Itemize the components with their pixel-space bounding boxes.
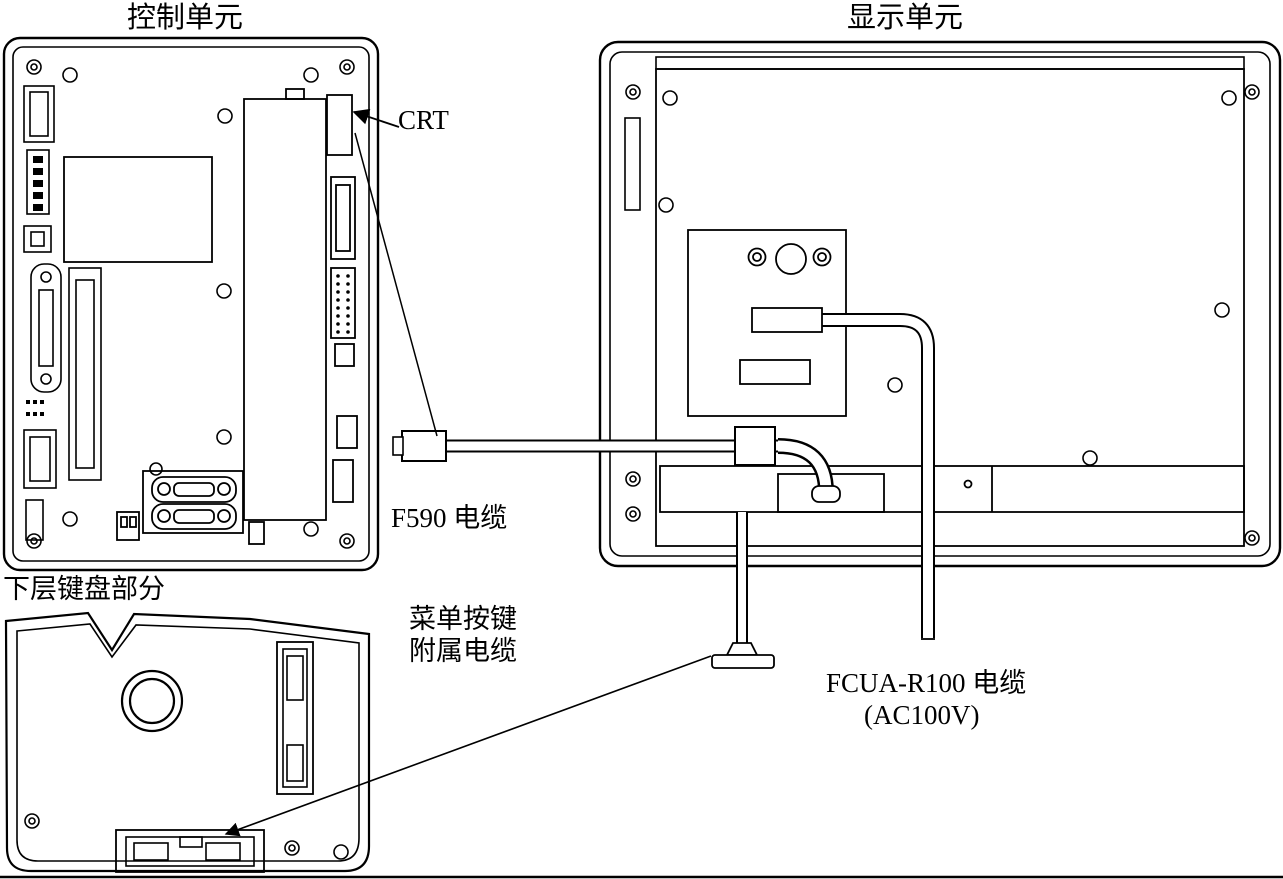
display-unit-inner-frame: [609, 51, 1271, 557]
display-back-panel: [655, 68, 1245, 547]
diagram-labels: 控制单元 显示单元 CRT F590 电缆 下层键盘部分 菜单按键 附属电缆 F…: [3, 1, 1026, 730]
f590-cable: [392, 426, 841, 503]
display-unit-screw-holes: [625, 84, 1260, 546]
display-unit-drawing: [598, 40, 1282, 568]
keyboard-inner-frame: [16, 623, 360, 862]
menu-cable-label-line2: 附属电缆: [409, 636, 517, 666]
f590-cable-label: F590 电缆: [391, 503, 507, 533]
fcua-cable-label-line2: (AC100V): [864, 700, 980, 730]
main-board: [243, 98, 327, 521]
f590-plug-left: [401, 430, 447, 462]
fcua-cable-plug: [751, 307, 823, 333]
control-unit-inner-frame: [12, 46, 370, 562]
keyboard-section-drawing: [4, 611, 371, 873]
lower-keyboard-label: 下层键盘部分: [3, 574, 165, 604]
control-unit-drawing: [2, 36, 380, 572]
menu-key-connector-socket: [115, 829, 265, 873]
menu-cable-label-line1: 菜单按键: [409, 604, 517, 634]
keyboard-outline: [4, 611, 371, 873]
control-unit-outline: [2, 36, 380, 572]
crt-label: CRT: [398, 105, 449, 135]
f590-coupler: [734, 426, 776, 466]
leader-lines: [0, 108, 1283, 879]
control-unit-title: 控制单元: [127, 1, 243, 34]
pin-header: [330, 267, 356, 339]
crt-leader-arrow: [352, 108, 400, 128]
menu-cable-leader-arrow: [224, 655, 712, 837]
control-unit-dsub-connectors: [116, 470, 265, 545]
f590-plug-right: [811, 485, 841, 503]
fcua-cable-label-line1: FCUA-R100 电缆: [826, 668, 1026, 698]
pin-header-pins: [336, 274, 350, 334]
shield-plate: [63, 156, 213, 263]
crt-to-cable-line: [354, 132, 438, 437]
crt-connector: [326, 94, 353, 156]
menu-cable-connector: [711, 654, 775, 669]
keyboard-grommet: [120, 669, 184, 733]
display-unit-title: 显示单元: [847, 1, 963, 34]
display-bottom-rail: [659, 465, 1245, 513]
control-unit-boards: [63, 88, 358, 521]
control-unit-screw-holes: [26, 59, 355, 549]
keyboard-side-connector: [276, 641, 314, 795]
menu-key-cable: [711, 512, 775, 669]
control-unit-left-connectors: [23, 85, 102, 541]
display-unit-outline: [598, 40, 1282, 568]
fcua-r100-cable: [751, 307, 935, 640]
dip-switch: [33, 156, 43, 211]
led-dots: [26, 400, 44, 416]
